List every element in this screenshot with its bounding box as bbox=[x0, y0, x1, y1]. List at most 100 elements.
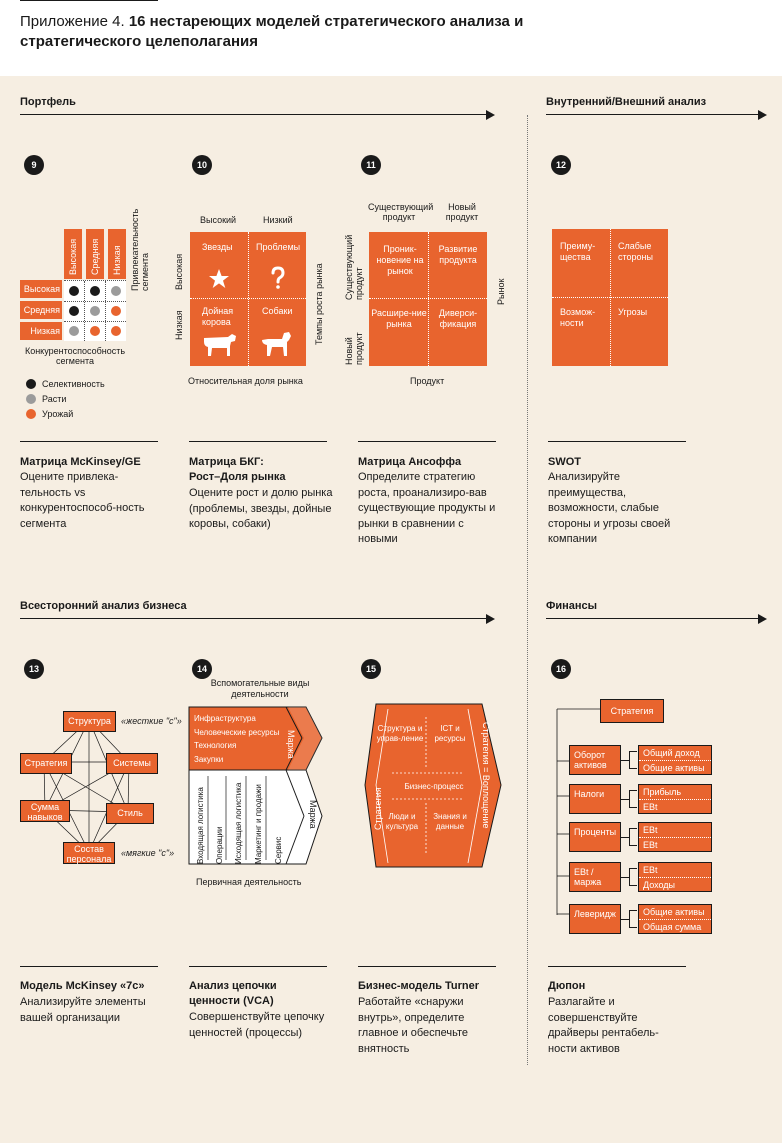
dupont-component-item: Доходы bbox=[643, 880, 676, 890]
seven-s-systems: Системы bbox=[106, 753, 158, 774]
bcg-problems: Проблемы bbox=[256, 242, 301, 252]
vca-support-title: Вспомогательные виды деятельности bbox=[210, 678, 310, 699]
dupont-component-item: Общие активы bbox=[639, 905, 711, 920]
ge-row-low: Низкая bbox=[20, 322, 62, 340]
vca-primary-title: Первичная деятельность bbox=[196, 877, 302, 887]
ansoff-product-dev: Развитие продукта bbox=[438, 244, 478, 265]
vca-primary-service: Сервис bbox=[274, 836, 283, 864]
ge-col-low: Низкая bbox=[108, 229, 126, 279]
ansoff-matrix: Проник-новение на рынок Развитие продукт… bbox=[369, 232, 487, 366]
dupont-component-item: EBt bbox=[643, 802, 658, 812]
bcg-matrix: Звезды Проблемы Дойная корова Собаки bbox=[190, 232, 306, 366]
model-desc-14: Совершенствуйте цепочку ценностей (проце… bbox=[189, 1011, 325, 1039]
column-divider bbox=[527, 115, 528, 1065]
dupont-connectors bbox=[556, 708, 601, 915]
ge-legend: Селективность Расти Урожай bbox=[26, 376, 105, 421]
legend-dot-orange bbox=[26, 408, 36, 419]
ge-dot-grey bbox=[90, 306, 100, 316]
ge-dot-orange bbox=[111, 306, 121, 316]
section-internal-external-line bbox=[546, 114, 758, 115]
dupont-component-item: EBt bbox=[639, 863, 711, 878]
rule-13 bbox=[20, 966, 158, 967]
dupont-component-item: Общий доход bbox=[639, 746, 711, 761]
dupont-connector bbox=[621, 877, 629, 878]
ge-matrix-diagram: Высокая Средняя Низкая Привлекательность… bbox=[20, 209, 180, 374]
model-desc-10: Оцените рост и долю рынка (проблемы, зве… bbox=[189, 487, 333, 530]
dupont-component-item: Общие активы bbox=[643, 763, 705, 773]
seven-s-soft-label: «мягкие "с"» bbox=[121, 848, 175, 858]
swot-strengths: Преиму-щества bbox=[560, 241, 596, 262]
ge-dot-grey bbox=[111, 286, 121, 296]
model-title-16: Дюпон bbox=[548, 980, 586, 992]
ge-dot-black bbox=[69, 306, 79, 316]
model-desc-13: Анализируйте элементы вашей организации bbox=[20, 996, 146, 1024]
seven-s-skills: Сумма навыков bbox=[20, 800, 70, 822]
dog-icon bbox=[262, 332, 291, 356]
model-title-12: SWOT bbox=[548, 456, 581, 468]
top-rule bbox=[20, 0, 158, 1]
dupont-connector bbox=[621, 799, 629, 800]
bcg-axis-growth: Темпы роста рынка bbox=[314, 263, 324, 345]
dupont-component-item: EBt bbox=[639, 823, 711, 838]
model-number-13: 13 bbox=[24, 659, 44, 679]
vca-support-item: Технология bbox=[194, 741, 237, 750]
dupont-bracket bbox=[629, 828, 637, 846]
ge-col-high: Высокая bbox=[64, 229, 82, 279]
section-business-analysis-line bbox=[20, 618, 486, 619]
model-number-11: 11 bbox=[361, 155, 381, 175]
model-desc-16: Разлагайте и совершенствуйте драйверы ре… bbox=[548, 996, 659, 1055]
rule-12 bbox=[548, 441, 686, 442]
ge-col-mid: Средняя bbox=[86, 229, 104, 279]
dupont-connector bbox=[621, 760, 629, 761]
bcg-col-low: Низкий bbox=[263, 215, 293, 225]
section-finance: Финансы bbox=[546, 600, 598, 612]
section-business-analysis: Всесторонний анализ бизнеса bbox=[20, 600, 187, 612]
model-desc-15: Работайте «снаружи внутрь», определите г… bbox=[358, 996, 468, 1055]
ge-row-high: Высокая bbox=[20, 280, 62, 298]
turner-knowledge: Знания и данные bbox=[433, 812, 467, 831]
model-title-15: Бизнес-модель Turner bbox=[358, 980, 480, 992]
ansoff-penetration: Проник-новение на рынок bbox=[376, 244, 424, 276]
ge-dot-black bbox=[90, 286, 100, 296]
section-portfolio: Портфель bbox=[20, 96, 76, 108]
ge-dot-grey bbox=[69, 326, 79, 336]
rule-15 bbox=[358, 966, 496, 967]
turner-chevron bbox=[364, 703, 502, 868]
ge-dot-orange bbox=[90, 326, 100, 336]
bcg-row-high: Высокая bbox=[174, 253, 184, 290]
bcg-row-low: Низкая bbox=[174, 310, 184, 340]
vca-chevron bbox=[188, 706, 323, 865]
bcg-axis-share: Относительная доля рынка bbox=[188, 376, 303, 386]
dupont-level-label: Леверидж bbox=[569, 904, 621, 934]
model-number-10: 10 bbox=[192, 155, 212, 175]
turner-strategy-right: Стратегия = Воплощение bbox=[481, 722, 491, 829]
arrow-right-icon bbox=[486, 110, 495, 120]
vca-margin-top: Маржа bbox=[286, 730, 296, 759]
arrow-right-icon bbox=[758, 614, 767, 624]
vca-support-list: Инфраструктура Человеческие ресурсы Техн… bbox=[194, 712, 279, 766]
section-finance-line bbox=[546, 618, 758, 619]
dupont-bracket bbox=[629, 751, 637, 769]
dupont-bracket bbox=[629, 868, 637, 886]
model-number-9: 9 bbox=[24, 155, 44, 175]
seven-s-structure: Структура bbox=[63, 711, 116, 732]
model-title-11: Матрица Ансоффа bbox=[358, 456, 462, 468]
dupont-level-label: EBt / маржа bbox=[569, 862, 621, 892]
bcg-stars: Звезды bbox=[202, 242, 233, 252]
dupont-level-label: Оборот активов bbox=[569, 745, 621, 775]
ansoff-axis-market: Рынок bbox=[496, 278, 506, 305]
rule-11 bbox=[358, 441, 496, 442]
question-icon bbox=[271, 266, 285, 289]
ansoff-axis-product: Продукт bbox=[410, 376, 445, 386]
bcg-dogs: Собаки bbox=[262, 306, 293, 316]
vca-primary-marketing: Маркетинг и продажи bbox=[254, 784, 263, 864]
ge-dot-orange bbox=[111, 326, 121, 336]
ansoff-col-existing: Существующий продукт bbox=[368, 202, 434, 222]
model-title-13: Модель McKinsey «7с» bbox=[20, 980, 145, 992]
ansoff-market-dev: Расшире-ние рынка bbox=[371, 308, 427, 329]
section-portfolio-line bbox=[20, 114, 486, 115]
